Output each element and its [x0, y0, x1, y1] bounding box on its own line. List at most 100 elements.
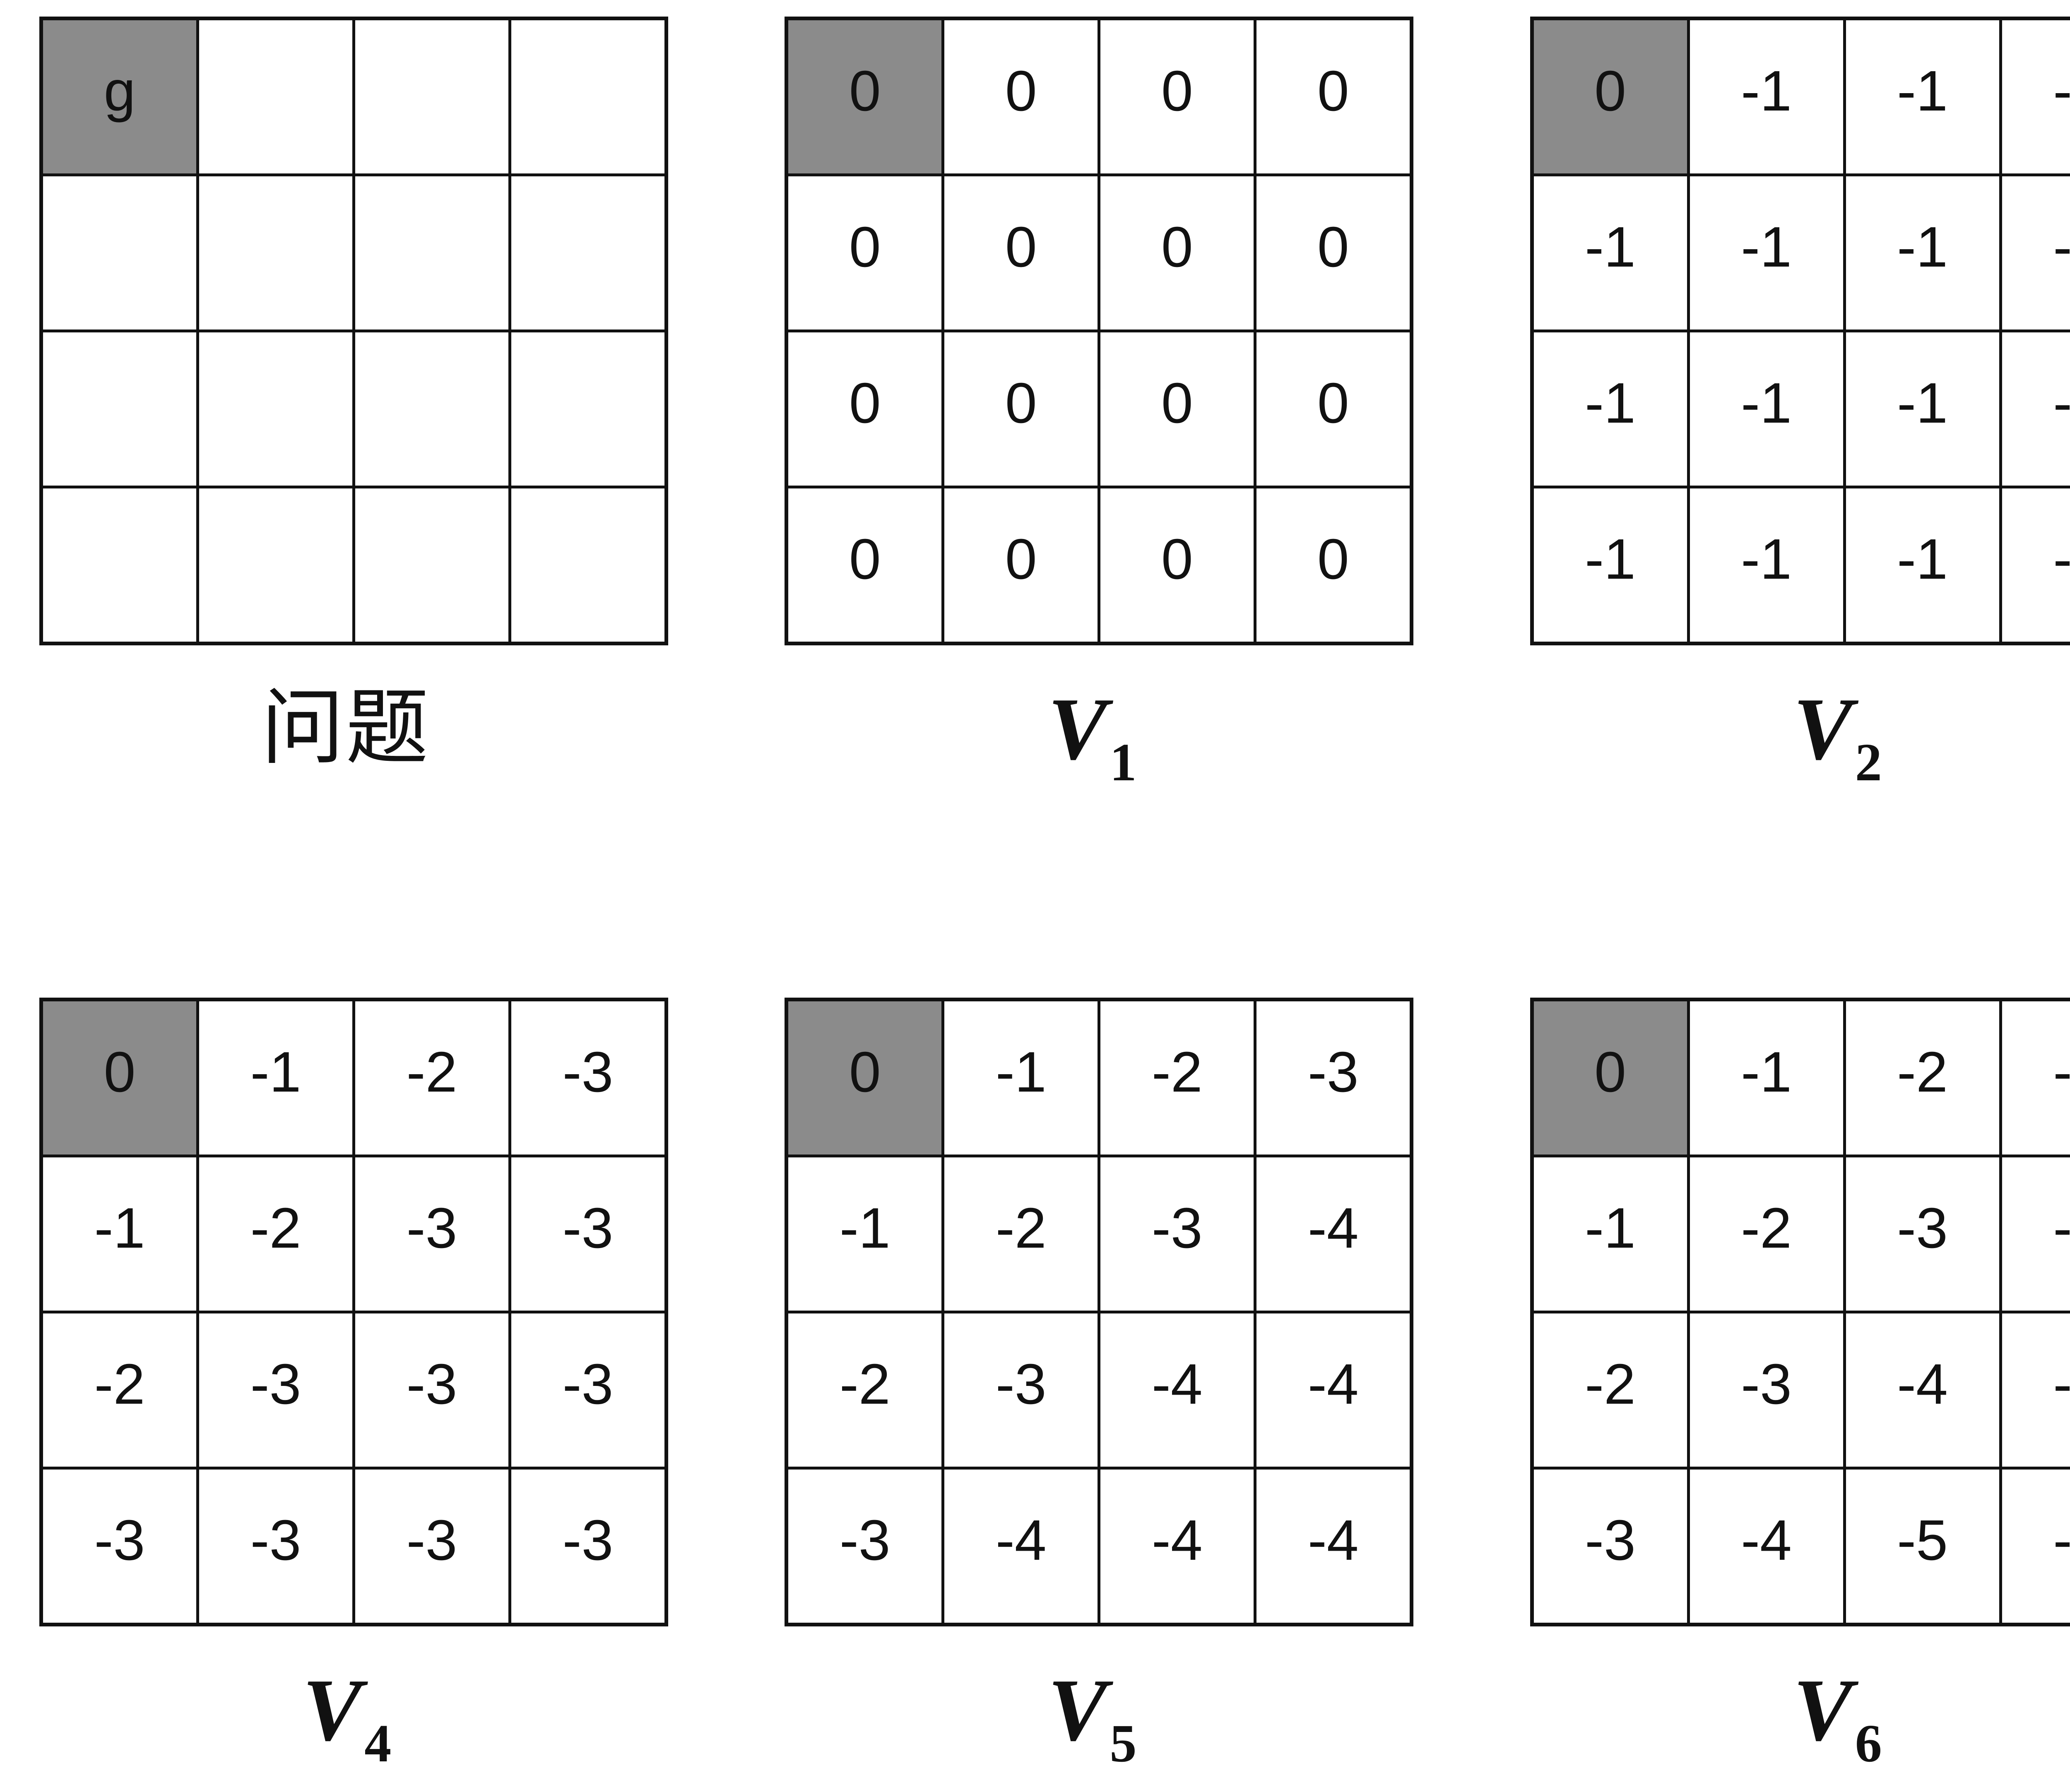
cell-value: -4: [1100, 1512, 1254, 1569]
cell-value: -4: [1690, 1512, 1843, 1569]
cell-value: -1: [1846, 63, 1999, 120]
grid-panel-problem: g 问题: [0, 17, 745, 787]
cell-value: -3: [2002, 1044, 2070, 1101]
cell-value: -3: [1256, 1044, 1410, 1101]
grid-wrapper-v2: 0-1-1-1-1-1-1-1-1-1-1-1-1-1-1-1: [1530, 17, 2070, 645]
cell-value: -3: [1690, 1356, 1843, 1413]
cell-value: -1: [1690, 1044, 1843, 1101]
caption-subscript: 4: [364, 1714, 391, 1773]
grid-cell: -3: [1532, 1468, 1688, 1625]
grid-cell: -1: [1688, 19, 1844, 175]
grid-cell: -2: [1844, 1000, 2000, 1156]
cell-value: -3: [511, 1512, 664, 1569]
cell-value: -1: [788, 1200, 941, 1257]
cell-value: -2: [1534, 1356, 1687, 1413]
grid-cell: -1: [1844, 19, 2000, 175]
grid-panel-v6: 0-1-2-3-1-2-3-4-2-3-4-5-3-4-5-5V6: [1491, 998, 2070, 1768]
grid-cell: [354, 487, 510, 644]
grid-cell-terminal: 0: [41, 1000, 198, 1156]
grid-row: -3-4-4-4: [787, 1468, 1412, 1625]
cell-value: 0: [1256, 375, 1410, 432]
grid-cell: 0: [787, 331, 943, 487]
grid-cell: -1: [943, 1000, 1099, 1156]
panel-caption-v4: V4: [39, 1656, 652, 1768]
cell-value: -3: [511, 1044, 664, 1101]
grid-cell-terminal: 0: [787, 19, 943, 175]
grid-cell: -3: [1099, 1156, 1255, 1312]
cell-value: -2: [1846, 1044, 1999, 1101]
cell-value: -4: [1256, 1512, 1410, 1569]
grid-cell: -2: [787, 1312, 943, 1468]
grid-cell: 0: [1099, 175, 1255, 331]
grid-cell: 0: [943, 175, 1099, 331]
grid-cell: -2: [1532, 1312, 1688, 1468]
grid-cell: -1: [1688, 175, 1844, 331]
grid-cell: [510, 487, 667, 644]
grid-row: -1-2-3-4: [787, 1156, 1412, 1312]
grid-cell: -1: [2000, 487, 2070, 644]
cell-value: 0: [1256, 531, 1410, 588]
grid-cell: -3: [1255, 1000, 1412, 1156]
grid-wrapper-v4: 0-1-2-3-1-2-3-3-2-3-3-3-3-3-3-3: [39, 998, 652, 1626]
grid-row: 0-1-2-3: [41, 1000, 667, 1156]
cell-value: -1: [1690, 531, 1843, 588]
cell-value: 0: [1534, 1044, 1687, 1101]
cell-value: -2: [355, 1044, 508, 1101]
cell-value: -3: [511, 1200, 664, 1257]
grid-cell: -4: [1255, 1156, 1412, 1312]
grid-wrapper-v5: 0-1-2-3-1-2-3-4-2-3-4-4-3-4-4-4: [785, 998, 1397, 1626]
grid-cell: -1: [1844, 487, 2000, 644]
grid-row: -2-3-4-4: [787, 1312, 1412, 1468]
grid-cell: 0: [1255, 331, 1412, 487]
cell-value: 0: [1100, 219, 1254, 276]
cell-value: 0: [944, 531, 1098, 588]
grid-cell: -1: [1688, 331, 1844, 487]
grid-wrapper-v6: 0-1-2-3-1-2-3-4-2-3-4-5-3-4-5-5: [1530, 998, 2070, 1626]
cell-value: -3: [1534, 1512, 1687, 1569]
cell-value: -1: [944, 1044, 1098, 1101]
grid-cell: [198, 487, 354, 644]
grid-cell: -1: [787, 1156, 943, 1312]
grid-cell: -4: [1099, 1468, 1255, 1625]
cell-value: 0: [788, 375, 941, 432]
caption-symbol: V: [1048, 1660, 1107, 1759]
grid-cell: 0: [787, 175, 943, 331]
cell-value: 0: [788, 1044, 941, 1101]
grid-cell-terminal: 0: [1532, 19, 1688, 175]
cell-value: 0: [944, 219, 1098, 276]
grid-row: -1-1-1-1: [1532, 487, 2070, 644]
cell-value: -1: [2002, 219, 2070, 276]
cell-value: -3: [355, 1356, 508, 1413]
grid-cell: -3: [1844, 1156, 2000, 1312]
grid-row: [41, 175, 667, 331]
cell-value: -3: [788, 1512, 941, 1569]
cell-value: -3: [944, 1356, 1098, 1413]
grid-cell: 0: [787, 487, 943, 644]
cell-value: -2: [1100, 1044, 1254, 1101]
panel-caption-v1: V1: [785, 675, 1397, 787]
cell-value: -2: [788, 1356, 941, 1413]
grid-row: -3-3-3-3: [41, 1468, 667, 1625]
cell-value: -2: [944, 1200, 1098, 1257]
grid-cell: [510, 19, 667, 175]
grid-cell: 0: [1255, 175, 1412, 331]
grid-cell: -3: [510, 1156, 667, 1312]
cell-value: -1: [1690, 63, 1843, 120]
caption-text: 问题: [261, 683, 430, 775]
cell-value: 0: [788, 219, 941, 276]
cell-value: -4: [1846, 1356, 1999, 1413]
caption-symbol: V: [1048, 679, 1107, 778]
panel-caption-problem: 问题: [39, 675, 652, 787]
cell-value: -1: [1846, 375, 1999, 432]
grid-cell-terminal: g: [41, 19, 198, 175]
grid-cell: -1: [198, 1000, 354, 1156]
cell-value: 0: [788, 63, 941, 120]
grid-cell: -5: [1844, 1468, 2000, 1625]
grid-cell: -4: [1099, 1312, 1255, 1468]
grid-cell: -4: [1844, 1312, 2000, 1468]
